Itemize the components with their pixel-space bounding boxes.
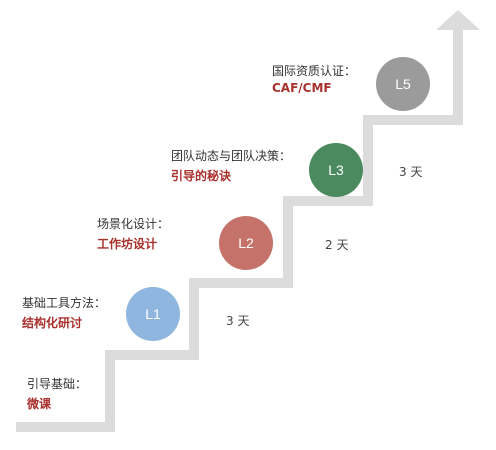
- level-badge-l3: L3: [309, 143, 363, 197]
- stage-subtitle-basics: 微课: [27, 397, 52, 411]
- level-badge-l2: L2: [219, 216, 273, 270]
- duration-l1: 3 天: [226, 314, 250, 328]
- stage-subtitle-l5: CAF/CMF: [272, 81, 332, 95]
- stage-subtitle-l2: 工作坊设计: [97, 237, 158, 251]
- stage-title-l2: 场景化设计：: [97, 217, 170, 231]
- up-arrow-icon: [436, 10, 480, 30]
- level-badge-l1: L1: [126, 287, 180, 341]
- duration-l3: 3 天: [399, 165, 423, 179]
- stage-title-l3: 团队动态与团队决策：: [171, 149, 292, 163]
- stage-subtitle-l3: 引导的秘诀: [171, 169, 232, 183]
- duration-l2: 2 天: [325, 238, 349, 252]
- stage-title-l1: 基础工具方法：: [22, 296, 107, 310]
- stage-title-l5: 国际资质认证：: [272, 64, 357, 78]
- level-badge-l5: L5: [376, 57, 430, 111]
- stage-title-basics: 引导基础：: [27, 377, 88, 391]
- staircase-path: [16, 30, 463, 432]
- stage-subtitle-l1: 结构化研讨: [22, 316, 83, 330]
